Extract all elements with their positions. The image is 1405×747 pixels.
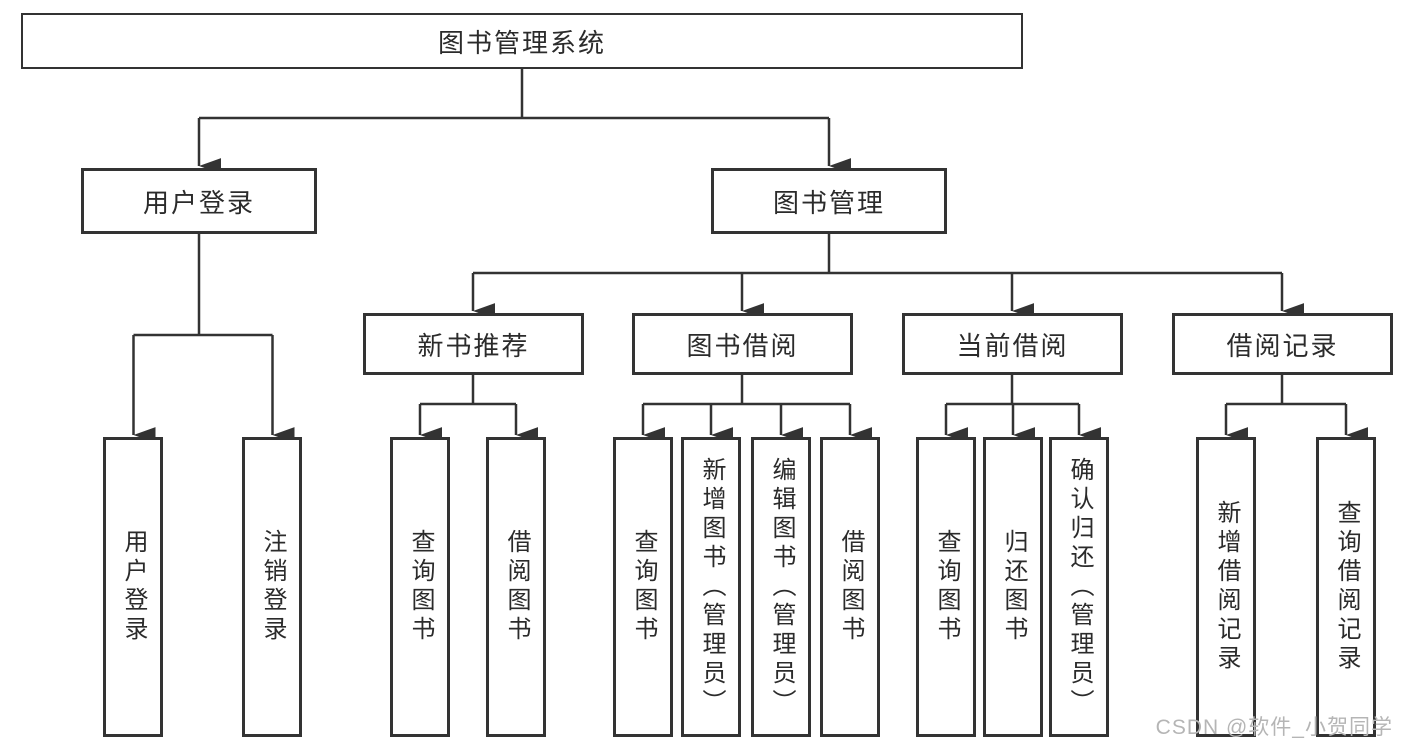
leaf-borrow-books-1: 借阅图书	[486, 437, 546, 737]
leaf-logout-label: 注销登录	[259, 529, 286, 645]
leaf-user-login-label: 用户登录	[120, 529, 147, 645]
leaf-edit-books-admin: 编辑图书（管理员）	[751, 437, 811, 737]
leaf-add-borrow-record-label: 新增借阅记录	[1213, 500, 1240, 674]
leaf-confirm-return-admin-label: 确认归还（管理员）	[1066, 456, 1093, 718]
leaf-add-books-admin: 新增图书（管理员）	[681, 437, 741, 737]
node-root: 图书管理系统	[21, 13, 1023, 69]
leaf-query-books-1: 查询图书	[390, 437, 450, 737]
leaf-user-login: 用户登录	[103, 437, 163, 737]
csdn-watermark: CSDN @软件_小贺同学	[1155, 716, 1393, 739]
leaf-query-books-2-label: 查询图书	[630, 529, 657, 645]
leaf-add-books-admin-label: 新增图书（管理员）	[698, 456, 725, 718]
leaf-add-borrow-record: 新增借阅记录	[1196, 437, 1256, 737]
leaf-confirm-return-admin: 确认归还（管理员）	[1049, 437, 1109, 737]
leaf-borrow-books-2-label: 借阅图书	[837, 529, 864, 645]
node-book-management: 图书管理	[711, 168, 947, 234]
node-current-borrow-label: 当前借阅	[956, 330, 1069, 361]
node-current-borrow: 当前借阅	[902, 313, 1123, 375]
node-borrow-records-label: 借阅记录	[1226, 330, 1339, 361]
leaf-query-books-3-label: 查询图书	[933, 529, 960, 645]
node-user-login: 用户登录	[81, 168, 317, 234]
node-root-label: 图书管理系统	[437, 27, 606, 58]
leaf-return-books-label: 归还图书	[1000, 529, 1027, 645]
leaf-borrow-books-2: 借阅图书	[820, 437, 880, 737]
node-book-borrow-label: 图书借阅	[686, 330, 799, 361]
leaf-edit-books-admin-label: 编辑图书（管理员）	[768, 456, 795, 718]
leaf-query-books-3: 查询图书	[916, 437, 976, 737]
node-user-login-label: 用户登录	[142, 187, 255, 218]
node-new-book-recommend-label: 新书推荐	[417, 330, 530, 361]
node-new-book-recommend: 新书推荐	[363, 313, 584, 375]
leaf-query-borrow-record-label: 查询借阅记录	[1333, 500, 1360, 674]
node-book-borrow: 图书借阅	[632, 313, 853, 375]
leaf-query-borrow-record: 查询借阅记录	[1316, 437, 1376, 737]
node-borrow-records: 借阅记录	[1172, 313, 1393, 375]
leaf-logout: 注销登录	[242, 437, 302, 737]
leaf-borrow-books-1-label: 借阅图书	[503, 529, 530, 645]
node-book-management-label: 图书管理	[772, 187, 885, 218]
leaf-query-books-2: 查询图书	[613, 437, 673, 737]
leaf-query-books-1-label: 查询图书	[407, 529, 434, 645]
leaf-return-books: 归还图书	[983, 437, 1043, 737]
